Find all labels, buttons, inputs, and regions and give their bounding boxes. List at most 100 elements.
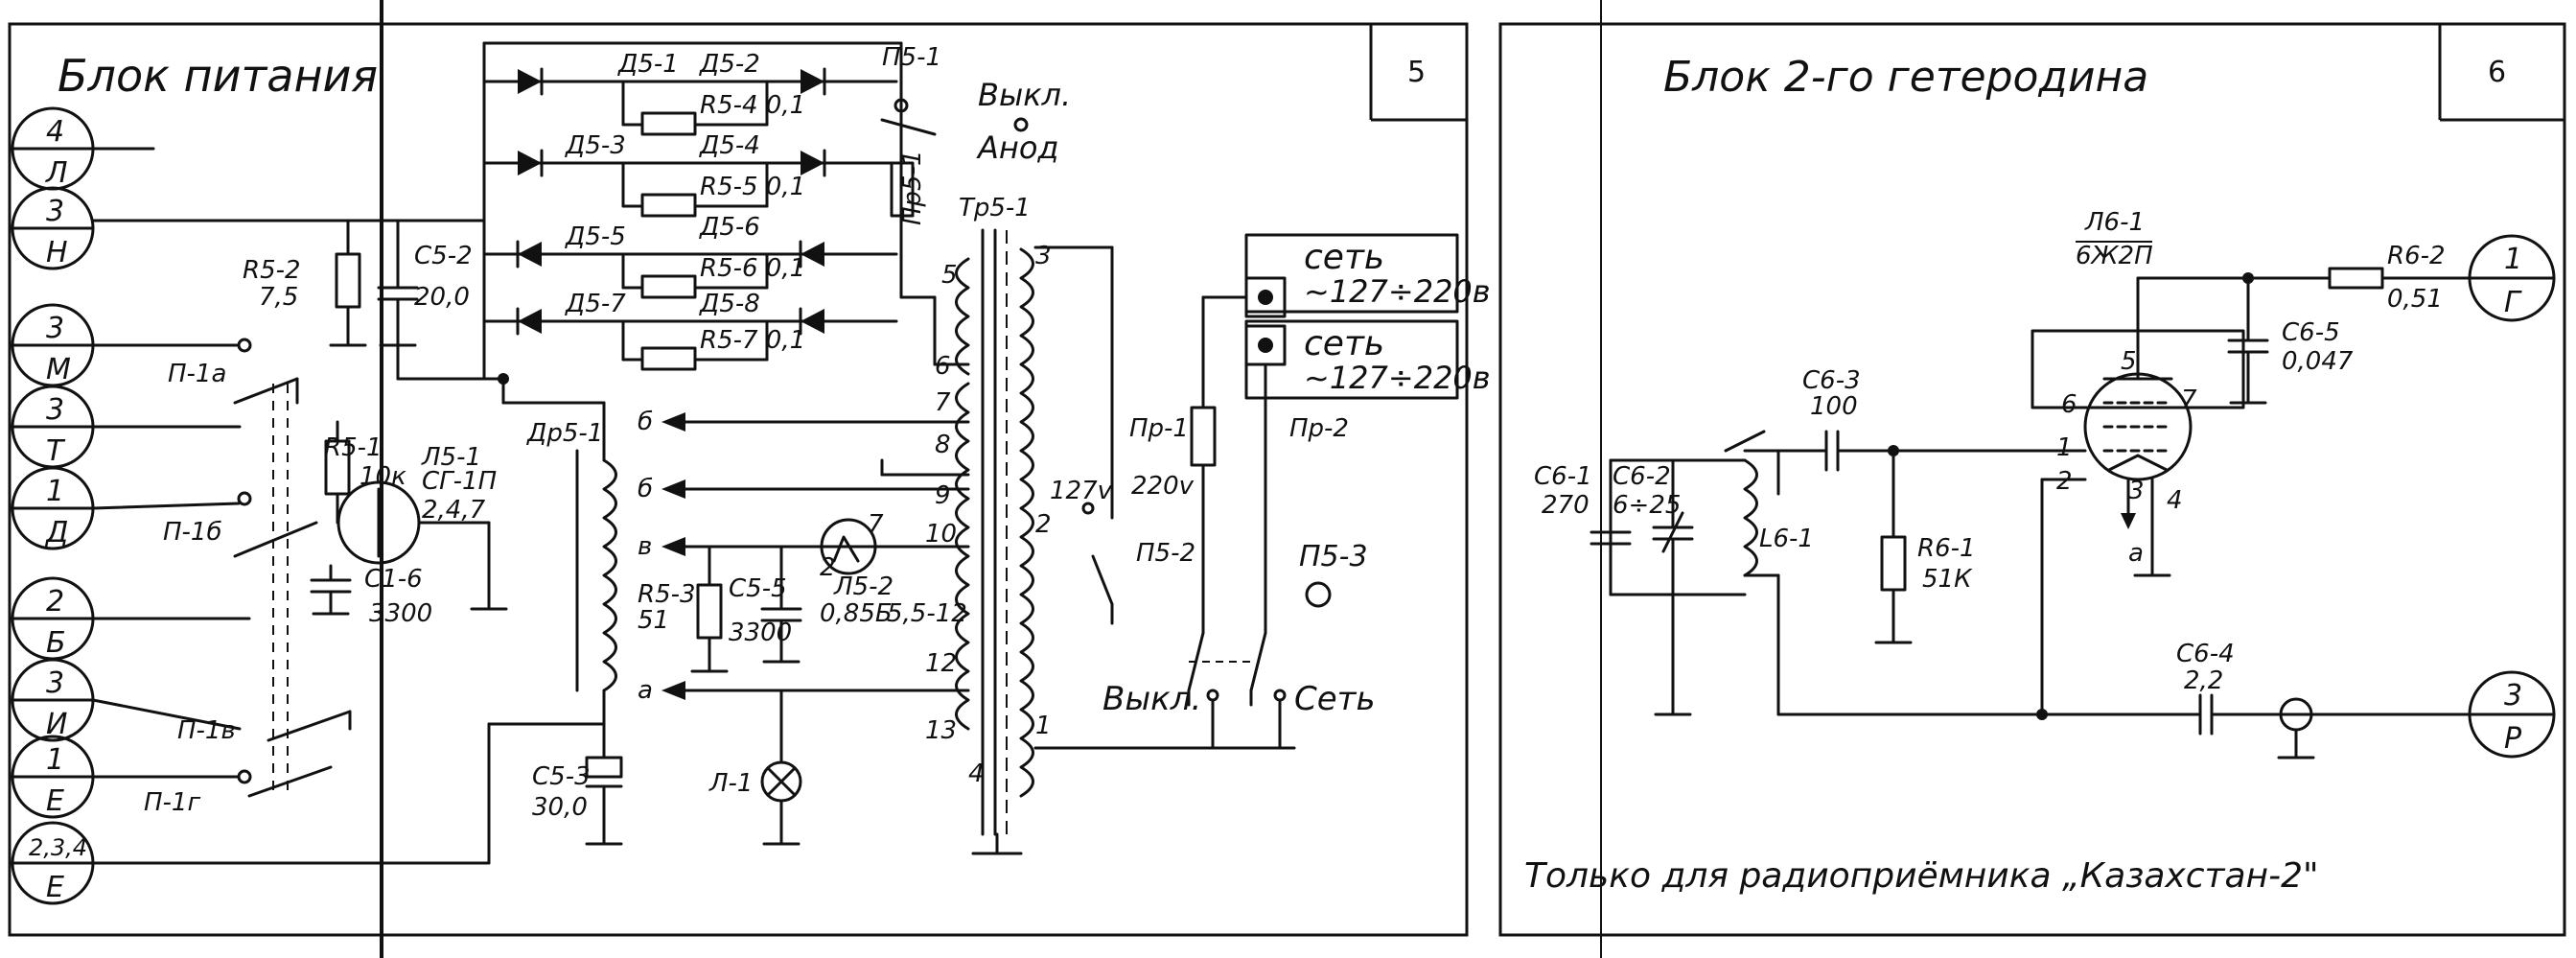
svg-text:5: 5 [2121,347,2137,376]
svg-text:Пр-1: Пр-1 [1129,414,1189,443]
svg-text:12: 12 [925,649,957,678]
svg-text:4: 4 [968,759,985,788]
svg-text:8: 8 [935,431,951,459]
svg-text:100: 100 [1810,392,1858,421]
svg-text:3: 3 [2128,477,2145,505]
connector-i: 3 И [11,658,95,742]
svg-text:С1-6: С1-6 [364,565,423,594]
svg-text:Т: Т [46,434,66,468]
svg-text:С6-5: С6-5 [2282,318,2340,347]
svg-text:Анод: Анод [976,129,1059,166]
svg-text:3300: 3300 [369,599,432,628]
left-block-number: 5 [1407,56,1426,89]
svg-text:2,2: 2,2 [2184,666,2223,695]
svg-text:7: 7 [2181,386,2197,414]
svg-text:~127÷220в: ~127÷220в [1304,360,1491,396]
right-footer-note: Только для радиоприёмника „Казахстан-2" [1524,856,2319,896]
svg-text:0,85Б: 0,85Б [820,599,893,628]
connector-m: 3 М [11,303,95,387]
svg-text:51: 51 [638,606,669,635]
svg-text:Д5-1: Д5-1 [617,50,679,79]
svg-text:С5-3: С5-3 [532,762,591,791]
secondary-outputs: б б в а R5-3 51 С5-5 3300 [638,295,970,846]
svg-text:1: 1 [46,743,64,777]
svg-text:1: 1 [2504,243,2522,276]
connector-d: 1 Д [11,466,95,550]
svg-text:6÷25: 6÷25 [1613,491,1681,520]
svg-text:R6-1: R6-1 [1917,534,1976,563]
svg-text:сеть: сеть [1304,324,1384,363]
svg-text:L6-1: L6-1 [1759,525,1814,553]
right-block-number: 6 [2488,56,2506,89]
svg-text:Выкл.: Выкл. [1102,680,1201,718]
svg-text:М: М [46,353,71,386]
connector-e1: 1 Е [11,735,95,819]
svg-text:6: 6 [2061,390,2077,419]
svg-text:П5-3: П5-3 [1299,540,1368,573]
svg-text:Сеть: Сеть [1294,680,1376,718]
svg-text:б: б [638,475,653,503]
svg-text:Л-1: Л-1 [708,769,753,798]
svg-text:Д5-5: Д5-5 [565,222,626,251]
svg-text:П5-1: П5-1 [882,43,941,72]
svg-text:3300: 3300 [729,619,792,647]
connector-r: 3 Р [2468,670,2556,759]
right-connectors: 1 Г 3 Р [2468,234,2556,759]
svg-text:1: 1 [1035,712,1052,740]
svg-text:2: 2 [1035,510,1052,539]
svg-text:0,51: 0,51 [2387,285,2443,314]
svg-text:Л6-1: Л6-1 [2084,208,2145,237]
diode-bridge: Д5-1 Д5-2 R5-4 0,1 Д5-3 Д5-4 R5-5 0,1 [482,41,1071,371]
svg-text:9: 9 [935,481,951,510]
svg-text:Пр5-1: Пр5-1 [898,150,927,225]
svg-text:СГ-1П: СГ-1П [422,467,497,496]
svg-text:1: 1 [2056,433,2073,462]
svg-text:в: в [638,532,652,561]
svg-text:С6-4: С6-4 [2176,640,2235,668]
left-block-title: Блок питания [58,50,378,102]
svg-text:~127÷220в: ~127÷220в [1304,273,1491,310]
svg-text:4: 4 [2167,486,2183,515]
svg-text:3: 3 [46,195,64,228]
svg-text:30,0: 30,0 [532,793,588,822]
svg-text:2,4,7: 2,4,7 [422,496,486,525]
power-supply-block: 5 Блок питания 4 Л 3 Н 3 М 3 [8,0,1491,958]
svg-text:П-1б: П-1б [163,518,222,547]
svg-text:7: 7 [868,510,884,539]
svg-text:С6-2: С6-2 [1613,462,1671,491]
svg-text:3: 3 [2504,679,2522,713]
svg-text:7,5: 7,5 [259,283,298,312]
svg-text:2: 2 [2056,467,2073,496]
svg-text:С5-5: С5-5 [729,574,787,603]
svg-text:R5-1: R5-1 [324,433,383,462]
svg-text:3: 3 [46,312,64,345]
svg-text:3: 3 [46,393,64,427]
svg-text:127v: 127v [1050,477,1113,505]
svg-text:Д5-8: Д5-8 [699,290,760,318]
svg-text:5: 5 [941,261,958,290]
svg-text:Л: Л [45,156,68,190]
right-frame [1498,22,2566,937]
right-block-title: Блок 2-го гетеродина [1663,53,2148,102]
svg-text:Е: Е [46,784,64,818]
svg-text:20,0: 20,0 [414,283,470,312]
svg-text:7: 7 [935,388,951,417]
svg-text:П5-2: П5-2 [1136,539,1195,568]
svg-text:Е: Е [46,871,64,904]
transformer-tr5-1: Тр5-1 5 6 7 8 9 10 12 13 4 3 2 1 127v 22… [925,194,1296,855]
svg-text:R5-2: R5-2 [243,256,301,285]
svg-text:5,5-12: 5,5-12 [887,599,967,628]
svg-text:сеть: сеть [1304,238,1384,277]
svg-text:Др5-1: Др5-1 [526,419,603,448]
svg-text:2: 2 [46,585,64,619]
svg-text:П-1в: П-1в [177,716,236,745]
svg-text:C5-2: C5-2 [414,242,473,270]
svg-text:Д: Д [44,516,68,549]
svg-text:Выкл.: Выкл. [978,77,1071,113]
svg-text:51К: 51К [1922,565,1973,594]
svg-text:Г: Г [2504,286,2522,319]
svg-text:R5-4 0,1: R5-4 0,1 [700,91,805,120]
heterodyne-wiring: Л6-1 6Ж2П 5 6 7 1 2 3 4 а [1534,208,2472,759]
svg-text:R6-2: R6-2 [2387,242,2446,270]
